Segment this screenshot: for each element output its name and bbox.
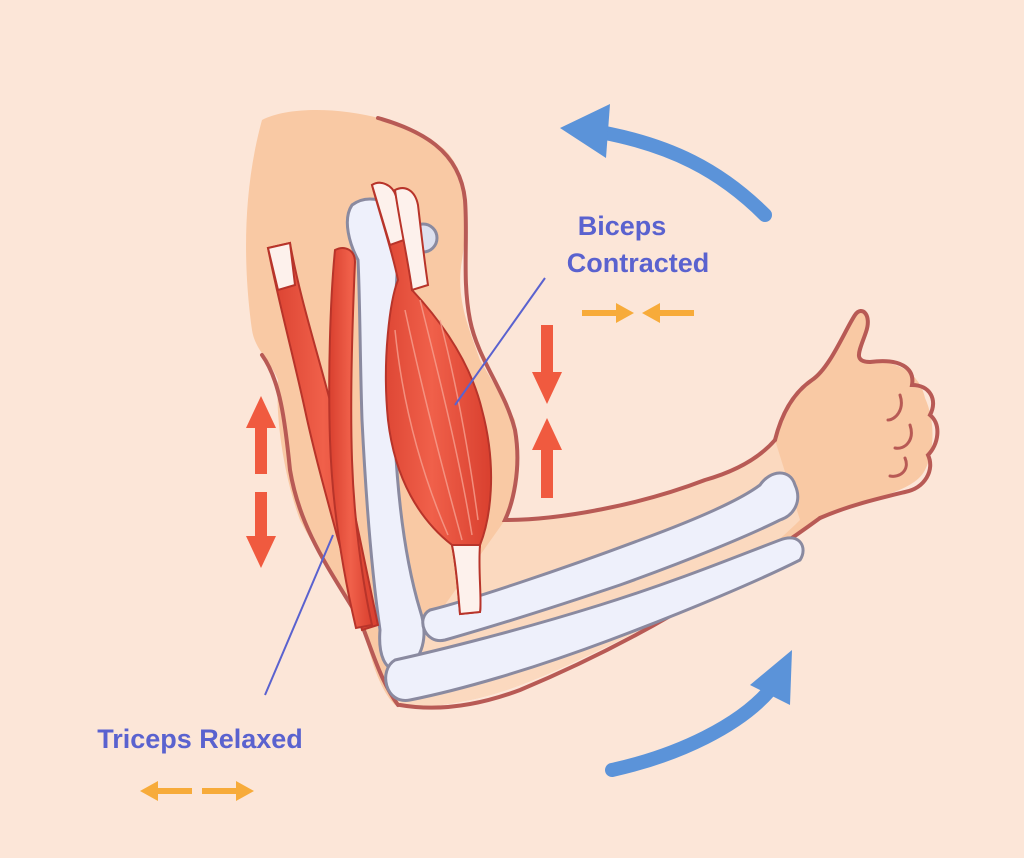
triceps-leader-line [264, 534, 334, 696]
arrow-up-icon [532, 418, 562, 498]
arrow-right-icon [582, 303, 634, 323]
arrow-left-icon [642, 303, 694, 323]
fist-outline [818, 359, 940, 520]
biceps-label-line1: Biceps [578, 211, 667, 241]
arrow-left-icon [140, 781, 192, 801]
curved-arrow-up-left-icon [560, 104, 772, 222]
thumb-outline [773, 309, 872, 442]
biceps-muscle [370, 181, 493, 616]
curved-arrow-up-right-icon [605, 650, 792, 777]
biceps-leader-line [454, 277, 546, 406]
ulna-bone [384, 536, 805, 702]
upper-outline [376, 116, 777, 523]
arrow-down-icon [246, 492, 276, 568]
radius-bone [421, 471, 800, 643]
back-outline [260, 353, 400, 707]
triceps-label: Triceps Relaxed [97, 724, 303, 754]
triceps-muscle [266, 241, 380, 632]
forearm-bones [384, 471, 805, 702]
knuckle-lines [886, 393, 913, 478]
arrow-down-icon [532, 325, 562, 404]
arrow-right-icon [202, 781, 254, 801]
biceps-label-line2: Contracted [567, 248, 710, 278]
arrow-up-icon [246, 396, 276, 474]
